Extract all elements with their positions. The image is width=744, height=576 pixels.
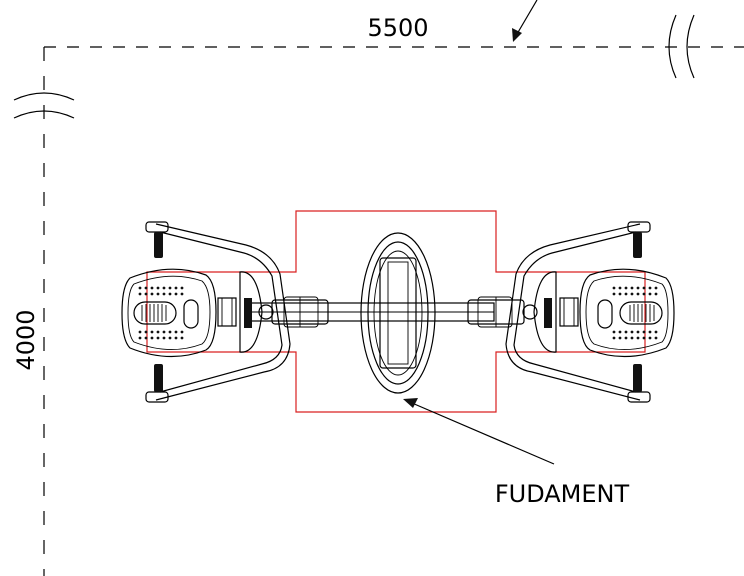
center-seat bbox=[360, 232, 436, 394]
right-unit-perforation bbox=[612, 286, 658, 340]
top-leader-arrow bbox=[512, 0, 538, 42]
foundation-label: FUDAMENT bbox=[495, 480, 630, 508]
room-dimension-lines bbox=[43, 46, 744, 576]
left-machine-unit bbox=[121, 221, 329, 403]
top-break-mark-2 bbox=[686, 14, 695, 79]
top-break-mark-1 bbox=[668, 14, 677, 79]
left-break-mark-2 bbox=[13, 110, 75, 119]
break-marks bbox=[13, 14, 695, 119]
right-unit-pedal-grip bbox=[629, 304, 655, 322]
left-unit-pedal-grip bbox=[141, 304, 167, 322]
foundation-leader-arrow bbox=[403, 398, 555, 465]
left-unit-perforation bbox=[138, 286, 184, 340]
depth-dimension-label: 4000 bbox=[12, 309, 40, 370]
right-machine-unit bbox=[467, 221, 675, 403]
left-break-mark-1 bbox=[13, 92, 75, 101]
width-dimension-label: 5500 bbox=[367, 14, 428, 42]
